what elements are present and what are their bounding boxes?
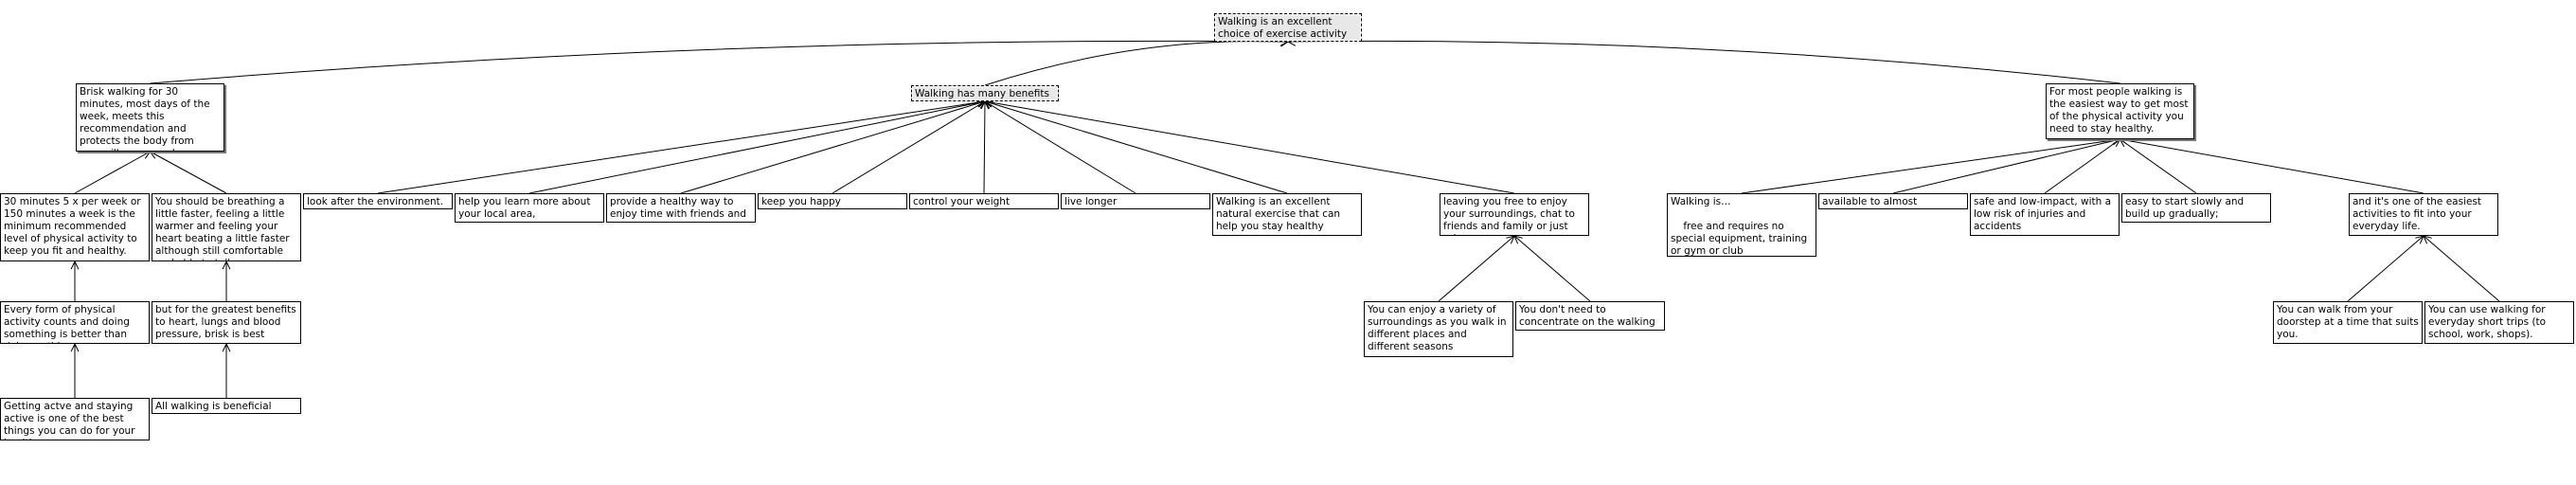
edge-brisk-to-root: [150, 40, 1289, 84]
node-fit[interactable]: and it's one of the easiest activities t…: [2349, 193, 2498, 236]
node-greatest[interactable]: but for the greatest benefits to heart, …: [152, 301, 301, 344]
node-shorttrips[interactable]: You can use walking for everyday short t…: [2424, 301, 2574, 344]
node-doorstep[interactable]: You can walk from your doorstep at a tim…: [2273, 301, 2423, 344]
node-env[interactable]: look after the environment.: [303, 193, 453, 209]
edge-env-to-benefits: [377, 100, 986, 194]
edge-fit-to-most: [2120, 138, 2424, 194]
edge-free-to-benefits: [984, 100, 1515, 194]
arrowhead-concentrate-to-free: [1513, 235, 1523, 244]
node-brisk[interactable]: Brisk walking for 30 minutes, most days …: [76, 83, 224, 152]
node-concentrate[interactable]: You don't need to concentrate on the wal…: [1515, 301, 1665, 331]
node-learn[interactable]: help you learn more about your local are…: [455, 193, 604, 223]
node-variety[interactable]: You can enjoy a variety of surroundings …: [1364, 301, 1513, 357]
node-min30[interactable]: 30 minutes 5 x per week or 150 minutes a…: [0, 193, 150, 261]
edge-min30-to-brisk: [74, 151, 151, 194]
edge-available-to-most: [1892, 138, 2120, 194]
edge-weight-to-benefits: [983, 100, 986, 194]
node-safe[interactable]: safe and low-impact, with a low risk of …: [1970, 193, 2120, 236]
edge-longer-to-benefits: [984, 100, 1136, 194]
arrowhead-greatest-to-breathing: [222, 260, 231, 270]
arrowhead-breathing-to-brisk: [149, 151, 159, 159]
edge-most-to-root: [1287, 40, 2120, 84]
edge-breathing-to-brisk: [150, 151, 227, 194]
edge-benefits-to-root: [984, 40, 1289, 86]
arrowhead-active-to-everyform: [70, 342, 80, 352]
arrowhead-everyform-to-min30: [70, 260, 80, 270]
node-weight[interactable]: control your weight: [909, 193, 1059, 209]
node-free[interactable]: leaving you free to enjoy your surroundi…: [1440, 193, 1589, 236]
edge-concentrate-to-free: [1513, 235, 1591, 302]
node-happy[interactable]: keep you happy: [758, 193, 907, 209]
edge-doorstep-to-fit: [2347, 235, 2424, 302]
edge-safe-to-most: [2044, 138, 2120, 194]
edge-learn-to-benefits: [528, 100, 986, 194]
node-root[interactable]: Walking is an excellent choice of exerci…: [1214, 13, 1362, 42]
edge-easy-to-most: [2120, 138, 2197, 194]
node-available[interactable]: available to almost everyone .: [1818, 193, 1968, 209]
node-active[interactable]: Getting actve and staying active is one …: [0, 398, 150, 440]
edge-happy-to-benefits: [832, 100, 986, 194]
edge-shorttrips-to-fit: [2423, 235, 2500, 302]
node-everyform[interactable]: Every form of physical activity counts a…: [0, 301, 150, 344]
node-friends[interactable]: provide a healthy way to enjoy time with…: [606, 193, 756, 223]
arrowhead-shorttrips-to-fit: [2423, 235, 2432, 244]
node-most[interactable]: For most people walking is the easiest w…: [2046, 83, 2194, 139]
node-breathing[interactable]: You should be breathing a little faster,…: [152, 193, 301, 261]
arrowhead-allwalking-to-greatest: [222, 342, 231, 352]
node-natural[interactable]: Walking is an excellent natural exercise…: [1212, 193, 1362, 236]
edge-friends-to-benefits: [680, 100, 986, 194]
node-allwalking[interactable]: All walking is beneficial: [152, 398, 301, 414]
edge-variety-to-free: [1438, 235, 1515, 302]
node-easy[interactable]: easy to start slowly and build up gradua…: [2121, 193, 2271, 223]
node-benefits[interactable]: Walking has many benefits: [911, 85, 1059, 101]
node-longer[interactable]: live longer: [1061, 193, 1210, 209]
node-walkingis[interactable]: Walking is… free and requires no special…: [1667, 193, 1816, 257]
edge-natural-to-benefits: [984, 100, 1288, 194]
edge-walkingis-to-most: [1741, 138, 2120, 194]
